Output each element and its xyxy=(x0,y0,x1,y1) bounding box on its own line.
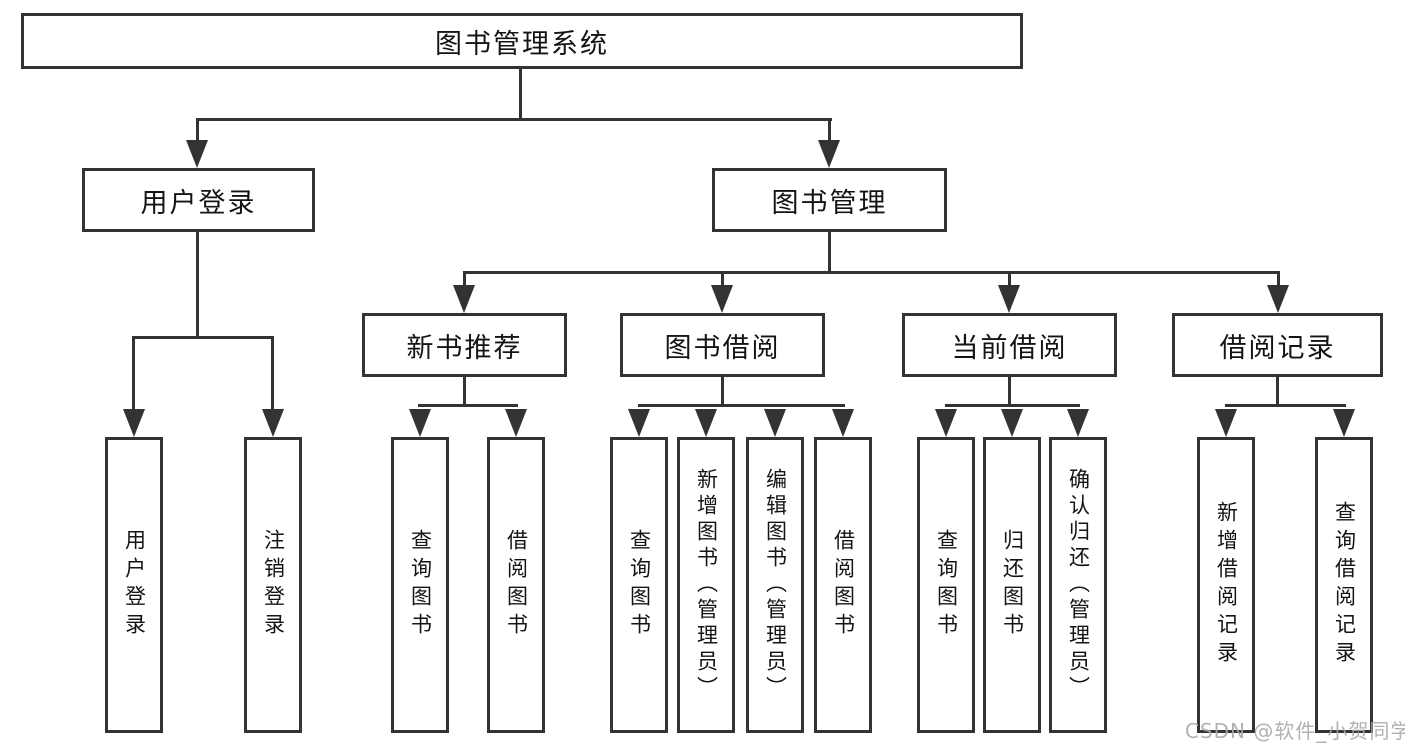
leaf-query-books-2: 查询图书 xyxy=(610,437,668,733)
arrow-to-add-books-admin xyxy=(695,409,717,437)
leaf-user-login: 用户登录 xyxy=(105,437,163,733)
connector-userlogin-down xyxy=(196,232,199,339)
leaf-query-books-3: 查询图书 xyxy=(917,437,975,733)
connector-borrowrecords-down xyxy=(1276,377,1279,407)
connector-borrowrecords-hbar xyxy=(1225,404,1346,407)
arrow-to-add-borrow-record xyxy=(1215,409,1237,437)
node-book-management: 图书管理 xyxy=(712,168,947,232)
arrow-to-leaf-user-login xyxy=(123,409,145,437)
arrow-to-query-borrow-record xyxy=(1333,409,1355,437)
node-book-borrow: 图书借阅 xyxy=(620,313,825,377)
node-new-book-recommend-label: 新书推荐 xyxy=(406,332,523,364)
arrow-to-query-books-1 xyxy=(409,409,431,437)
leaf-confirm-return-admin-label: 确认归还（管理员） xyxy=(1066,468,1091,702)
arrow-to-user-login xyxy=(186,140,208,168)
connector-l3a-stem xyxy=(463,271,466,287)
connector-bookborrow-hbar xyxy=(638,404,845,407)
leaf-query-borrow-record: 查询借阅记录 xyxy=(1315,437,1373,733)
leaf-confirm-return-admin: 确认归还（管理员） xyxy=(1049,437,1107,733)
node-root: 图书管理系统 xyxy=(21,13,1023,69)
node-user-login: 用户登录 xyxy=(82,168,315,232)
connector-leaf2-stem xyxy=(271,336,274,412)
connector-currentborrow-hbar xyxy=(945,404,1080,407)
arrow-to-edit-books-admin xyxy=(764,409,786,437)
leaf-edit-books-admin-label: 编辑图书（管理员） xyxy=(763,468,788,702)
arrow-to-query-books-2 xyxy=(628,409,650,437)
connector-root-stem xyxy=(519,69,522,121)
arrow-to-book-borrow xyxy=(711,285,733,313)
connector-userlogin-stem xyxy=(196,118,199,144)
leaf-borrow-books-1: 借阅图书 xyxy=(487,437,545,733)
csdn-watermark: CSDN @软件_小贺同学 xyxy=(1185,719,1405,743)
leaf-add-books-admin-label: 新增图书（管理员） xyxy=(694,468,719,702)
connector-currentborrow-down xyxy=(1008,377,1011,407)
leaf-query-books-1-label: 查询图书 xyxy=(408,529,433,641)
leaf-borrow-books-2-label: 借阅图书 xyxy=(831,529,856,641)
leaf-add-books-admin: 新增图书（管理员） xyxy=(677,437,735,733)
leaf-query-books-2-label: 查询图书 xyxy=(627,529,652,641)
node-borrow-records: 借阅记录 xyxy=(1172,313,1383,377)
connector-userlogin-hbar xyxy=(132,336,274,339)
connector-bookmgmt-stem xyxy=(828,118,831,144)
arrow-to-borrow-books-2 xyxy=(832,409,854,437)
node-new-book-recommend: 新书推荐 xyxy=(362,313,567,377)
leaf-user-login-label: 用户登录 xyxy=(122,529,147,641)
leaf-return-books-label: 归还图书 xyxy=(1000,529,1025,641)
node-book-borrow-label: 图书借阅 xyxy=(664,332,781,364)
node-root-label: 图书管理系统 xyxy=(435,28,609,60)
arrow-to-return-books xyxy=(1001,409,1023,437)
node-current-borrow-label: 当前借阅 xyxy=(951,332,1068,364)
arrow-to-new-book-recommend xyxy=(453,285,475,313)
leaf-edit-books-admin: 编辑图书（管理员） xyxy=(746,437,804,733)
leaf-logout-label: 注销登录 xyxy=(261,529,286,641)
arrow-to-leaf-logout xyxy=(262,409,284,437)
leaf-logout: 注销登录 xyxy=(244,437,302,733)
leaf-add-borrow-record-label: 新增借阅记录 xyxy=(1214,501,1239,669)
leaf-query-books-3-label: 查询图书 xyxy=(934,529,959,641)
node-book-management-label: 图书管理 xyxy=(771,187,888,219)
leaf-return-books: 归还图书 xyxy=(983,437,1041,733)
leaf-query-borrow-record-label: 查询借阅记录 xyxy=(1332,501,1357,669)
arrow-to-query-books-3 xyxy=(935,409,957,437)
node-user-login-label: 用户登录 xyxy=(140,187,257,219)
connector-newbook-hbar xyxy=(418,404,518,407)
connector-l3b-stem xyxy=(721,271,724,287)
arrow-to-book-management xyxy=(818,140,840,168)
connector-bookmgmt-down xyxy=(828,232,831,274)
leaf-add-borrow-record: 新增借阅记录 xyxy=(1197,437,1255,733)
arrow-to-borrow-records xyxy=(1267,285,1289,313)
arrow-to-confirm-return-admin xyxy=(1067,409,1089,437)
arrow-to-borrow-books-1 xyxy=(505,409,527,437)
arrow-to-current-borrow xyxy=(998,285,1020,313)
node-current-borrow: 当前借阅 xyxy=(902,313,1117,377)
connector-l3d-stem xyxy=(1277,271,1280,287)
connector-newbook-down xyxy=(463,377,466,407)
connector-l3c-stem xyxy=(1008,271,1011,287)
connector-root-hbar xyxy=(196,118,832,121)
leaf-query-books-1: 查询图书 xyxy=(391,437,449,733)
connector-leaf1-stem xyxy=(132,336,135,412)
leaf-borrow-books-2: 借阅图书 xyxy=(814,437,872,733)
node-borrow-records-label: 借阅记录 xyxy=(1219,332,1336,364)
connector-bookborrow-down xyxy=(721,377,724,407)
connector-bookmgmt-hbar xyxy=(463,271,1280,274)
leaf-borrow-books-1-label: 借阅图书 xyxy=(504,529,529,641)
